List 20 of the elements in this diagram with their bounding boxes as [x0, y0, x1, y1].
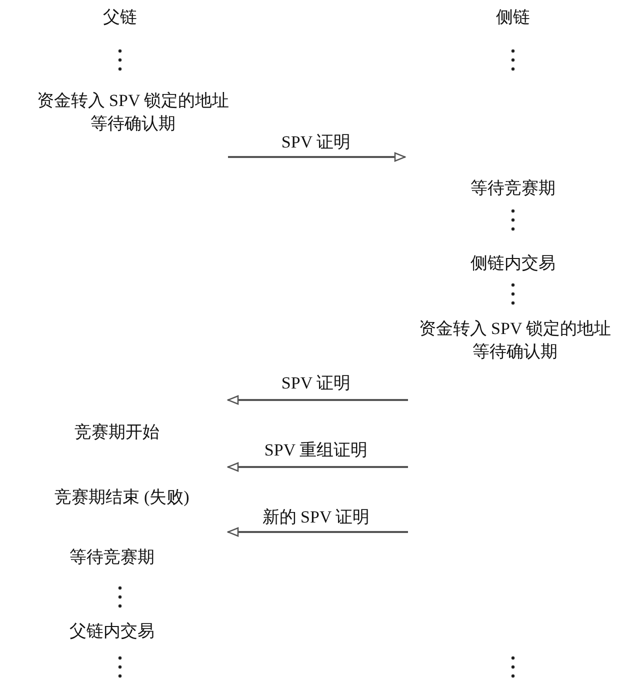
arrow	[228, 152, 406, 162]
step-label: 等待竞赛期	[470, 178, 556, 200]
step-label: 资金转入 SPV 锁定的地址	[418, 318, 612, 340]
arrow	[227, 527, 408, 537]
arrow	[227, 462, 408, 472]
step-label: 父链内交易	[70, 620, 154, 642]
edge-label: SPV 证明	[281, 134, 351, 150]
column-heading: 父链	[103, 8, 137, 26]
step-label: 等待确认期	[90, 113, 176, 135]
step-label: 侧链内交易	[470, 252, 556, 274]
column-heading: 侧链	[496, 8, 530, 26]
edge-label: SPV 重组证明	[264, 442, 368, 458]
step-label: 等待竞赛期	[70, 546, 154, 568]
edge-label: 新的 SPV 证明	[262, 508, 370, 526]
step-label: 等待确认期	[472, 341, 558, 363]
step-label: 资金转入 SPV 锁定的地址	[36, 90, 230, 112]
step-label: 竞赛期开始	[74, 422, 160, 444]
arrow	[227, 395, 408, 405]
edge-label: SPV 证明	[281, 374, 351, 392]
step-label: 竞赛期结束 (失败)	[54, 486, 190, 508]
